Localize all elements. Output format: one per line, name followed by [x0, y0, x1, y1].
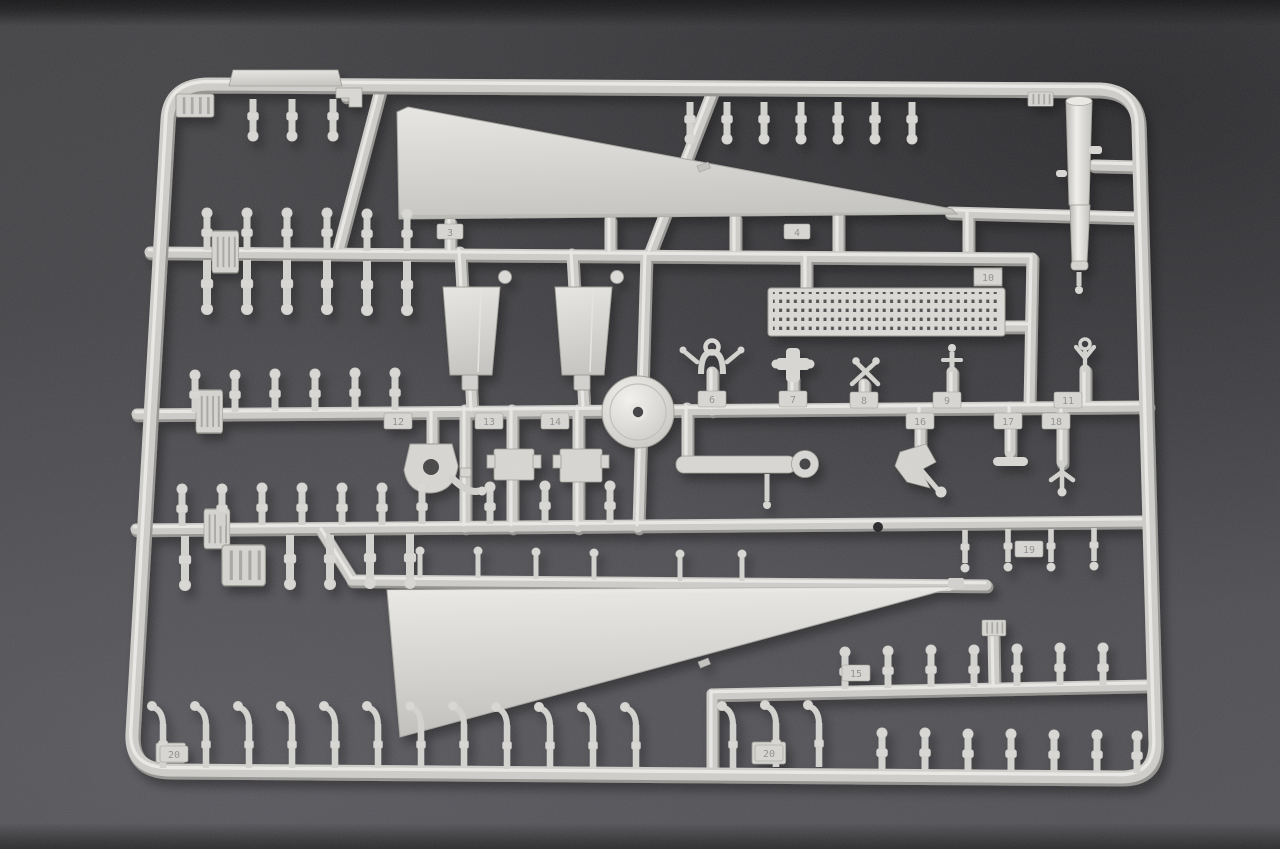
photo-background: 12 13 14 6 7 8 9 11 16 17 18 10 19 15 20… — [0, 0, 1280, 849]
photo-grain-overlay — [0, 0, 1280, 849]
sprue-photo: 12 13 14 6 7 8 9 11 16 17 18 10 19 15 20… — [0, 0, 1280, 849]
